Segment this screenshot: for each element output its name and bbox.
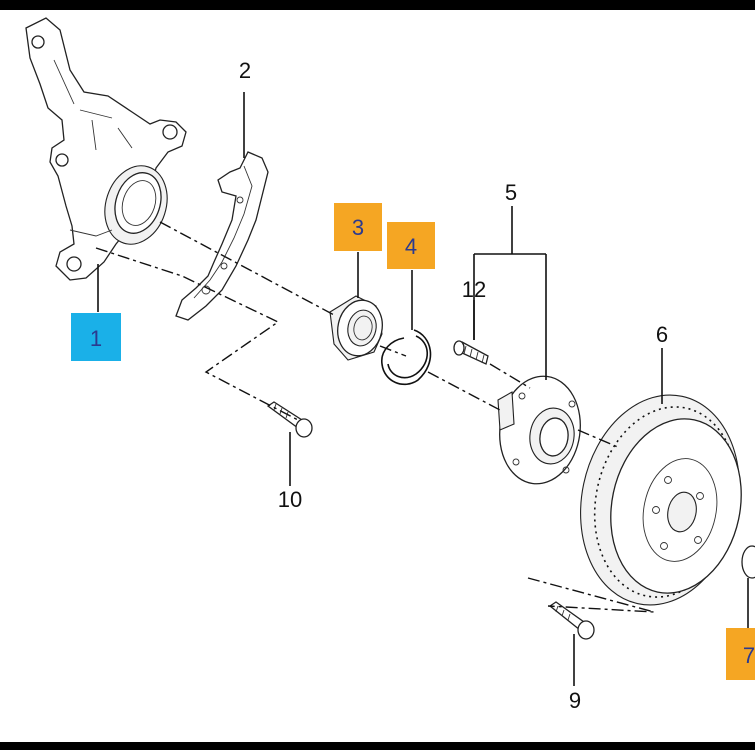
- part-label-3: 3: [352, 215, 364, 240]
- snap-ring-part: [381, 329, 432, 386]
- highlight-box-4[interactable]: [387, 222, 435, 269]
- highlight-box-3[interactable]: [334, 203, 382, 251]
- part-label-5: 5: [505, 180, 517, 205]
- steering-knuckle-part: [25, 17, 187, 281]
- wheel-stud-part: [453, 340, 489, 365]
- part-label-10: 10: [278, 487, 302, 512]
- brake-disc-part: [580, 394, 742, 606]
- part-label-2: 2: [239, 58, 251, 83]
- part-label-1: 1: [90, 326, 102, 351]
- part-label-7: 7: [743, 643, 755, 668]
- part-label-6: 6: [656, 322, 668, 347]
- part-label-9: 9: [569, 688, 581, 713]
- bottom-border: [0, 742, 755, 750]
- assembly-axis-lines: [95, 221, 655, 613]
- part-label-12: 12: [462, 277, 486, 302]
- wheel-bearing-part: [329, 295, 383, 361]
- leader-lines: [97, 92, 749, 686]
- wheel-hub-part: [497, 375, 581, 485]
- screw-9-part: [548, 601, 595, 640]
- hub-nut-part: [741, 545, 755, 579]
- top-border: [0, 0, 755, 10]
- part-label-4: 4: [405, 234, 417, 259]
- dust-shield-part: [175, 151, 269, 321]
- highlight-box-1[interactable]: [71, 313, 121, 361]
- highlight-box-7[interactable]: [726, 628, 755, 680]
